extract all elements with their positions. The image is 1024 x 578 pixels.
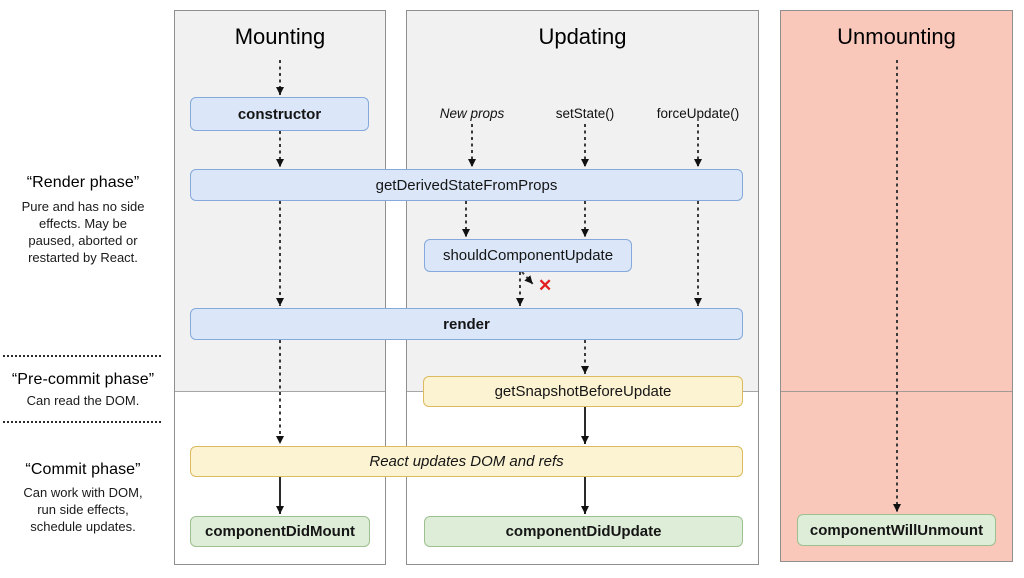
- render-phase-desc-line: Pure and has no side: [21, 199, 145, 214]
- phase-label-pre-commit: “Pre-commit phase” Can read the DOM.: [0, 371, 166, 409]
- arrow-forceupdate-lane-to-render: [697, 201, 699, 306]
- phase-separator: [3, 355, 161, 357]
- updating-title: Updating: [538, 24, 627, 49]
- arrow-getderivedstate-to-shouldcomponentupdate-right: [584, 201, 586, 237]
- render-phase-title: “Render phase”: [26, 174, 140, 191]
- get-derived-state-from-props-box[interactable]: getDerivedStateFromProps: [190, 169, 743, 201]
- arrow-render-to-getsnapshot: [584, 340, 586, 374]
- arrow-unmounting-to-componentwillunmount: [896, 60, 898, 512]
- arrow-constructor-to-getderivedstate: [279, 131, 281, 167]
- arrow-newprops-to-getderivedstate: [471, 124, 473, 167]
- mounting-title: Mounting: [234, 24, 326, 49]
- phase-label-render: “Render phase” Pure and has no side effe…: [0, 174, 166, 266]
- commit-phase-desc-line: Can work with DOM,: [23, 485, 143, 500]
- arrow-setstate-to-getderivedstate: [584, 124, 586, 167]
- render-phase-desc-line: restarted by React.: [28, 250, 138, 265]
- trigger-set-state: setState(): [555, 106, 615, 121]
- render-phase-desc-line: paused, aborted or: [28, 233, 138, 248]
- render-phase-desc-line: effects. May be: [39, 216, 127, 231]
- skip-render-x-icon: ✕: [538, 276, 553, 295]
- unmounting-title: Unmounting: [837, 24, 956, 49]
- component-did-mount-box[interactable]: componentDidMount: [190, 516, 370, 547]
- pre-commit-phase-desc-line: Can read the DOM.: [26, 393, 140, 408]
- commit-phase-desc-line: run side effects,: [37, 502, 129, 517]
- arrow-getderivedstate-to-render-mounting: [279, 201, 281, 306]
- arrow-mounting-start: [279, 60, 281, 95]
- arrow-getsnapshot-to-reactupdates: [584, 407, 586, 444]
- phase-separator: [3, 421, 161, 423]
- updating-panel: Updating: [406, 10, 759, 565]
- get-snapshot-before-update-box[interactable]: getSnapshotBeforeUpdate: [423, 376, 743, 407]
- pre-commit-phase-title: “Pre-commit phase”: [11, 371, 155, 388]
- constructor-box[interactable]: constructor: [190, 97, 369, 131]
- arrow-reactupdates-to-componentdidmount: [279, 477, 281, 514]
- should-component-update-box[interactable]: shouldComponentUpdate: [424, 239, 632, 272]
- phase-label-commit: “Commit phase” Can work with DOM, run si…: [0, 461, 166, 535]
- arrow-shouldcomponentupdate-to-render: [519, 272, 521, 306]
- arrow-getderivedstate-to-shouldcomponentupdate-left: [465, 201, 467, 237]
- component-did-update-box[interactable]: componentDidUpdate: [424, 516, 743, 547]
- arrow-reactupdates-to-componentdidupdate: [584, 477, 586, 514]
- arrow-forceupdate-to-getderivedstate: [697, 124, 699, 167]
- commit-phase-desc-line: schedule updates.: [30, 519, 136, 534]
- trigger-force-update: forceUpdate(): [656, 106, 740, 121]
- react-updates-dom-box: React updates DOM and refs: [190, 446, 743, 477]
- commit-phase-title: “Commit phase”: [25, 461, 141, 478]
- arrow-render-to-reactupdates-mounting: [279, 340, 281, 444]
- trigger-new-props: New props: [439, 106, 505, 121]
- component-will-unmount-box[interactable]: componentWillUnmount: [797, 514, 996, 546]
- render-box[interactable]: render: [190, 308, 743, 340]
